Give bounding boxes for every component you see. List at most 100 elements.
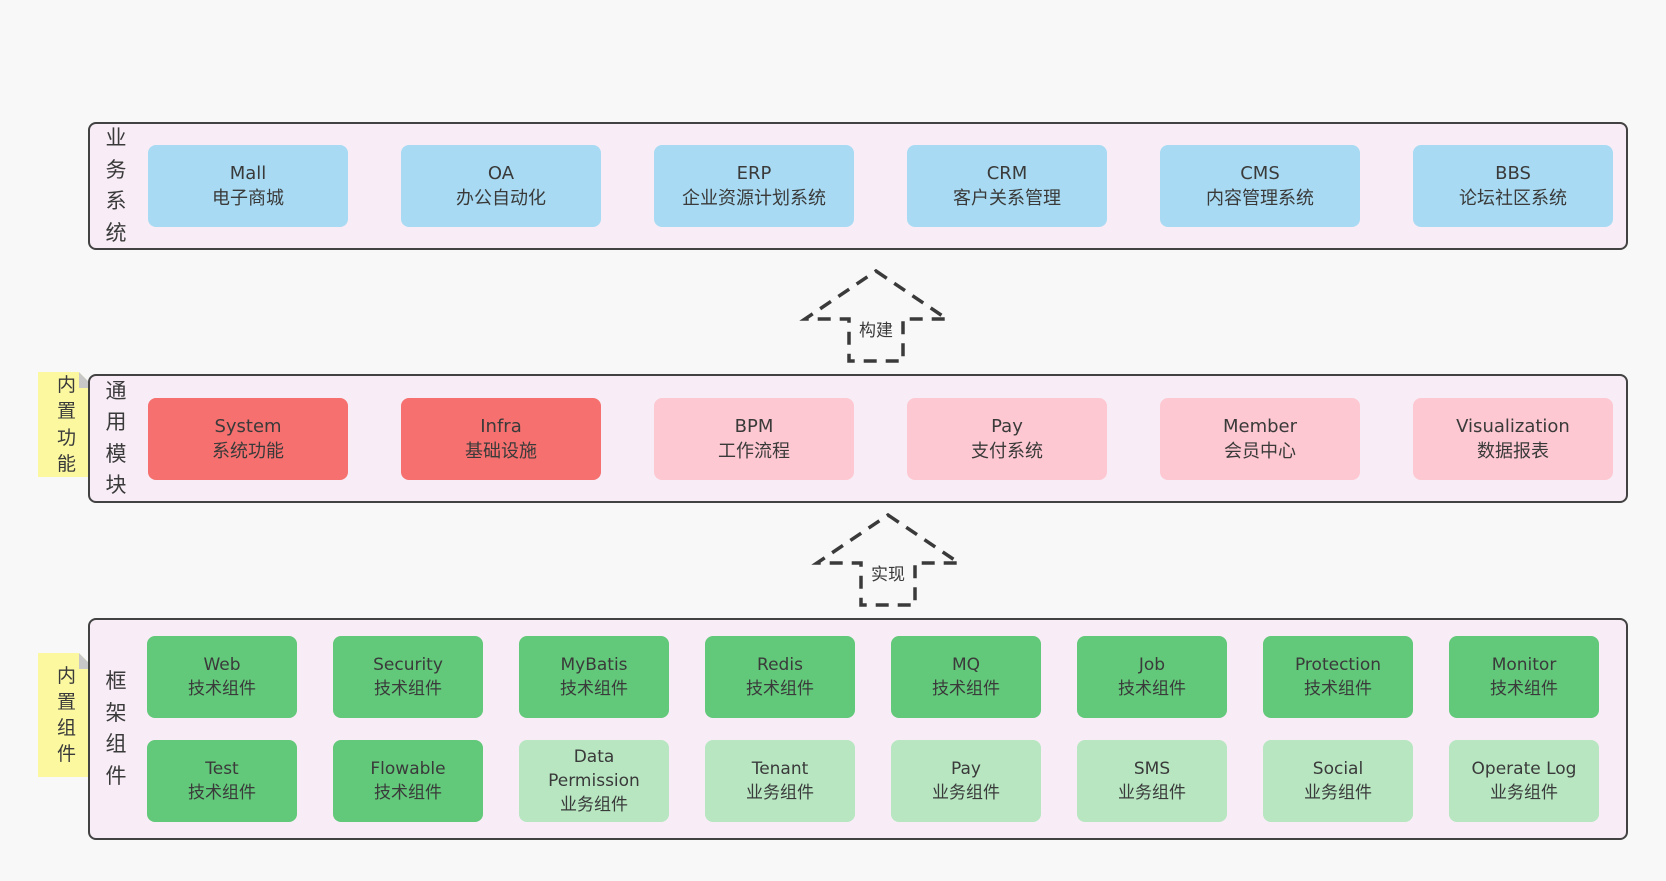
box-tenant: Tenant 业务组件	[705, 740, 855, 822]
builtin-components-note-label: 内置组件	[56, 664, 76, 766]
box-web: Web 技术组件	[147, 636, 297, 718]
box-security: Security 技术组件	[333, 636, 483, 718]
box-oa: OA 办公自动化	[401, 145, 601, 227]
box-name: Mall	[229, 163, 267, 184]
box-subtitle: 技术组件	[1490, 679, 1558, 699]
framework-boxes: Web 技术组件 Security 技术组件 MyBatis 技术组件 Redi…	[147, 636, 1599, 822]
box-subtitle: 业务组件	[1304, 783, 1372, 803]
box-name: Security	[373, 655, 443, 675]
box-subtitle: 工作流程	[718, 440, 790, 462]
box-subtitle: 电子商城	[212, 188, 284, 209]
box-name: MyBatis	[560, 655, 628, 675]
box-job: Job 技术组件	[1077, 636, 1227, 718]
box-subtitle: 系统功能	[212, 440, 284, 462]
business-systems-label: 业务系统	[105, 126, 127, 245]
module-boxes: System 系统功能 Infra 基础设施 BPM 工作流程 Pay 支付系统…	[148, 397, 1613, 480]
box-name: Visualization	[1456, 415, 1570, 437]
box-name: Protection	[1294, 655, 1381, 675]
framework-components-label: 框架组件	[105, 669, 127, 788]
box-subtitle: 支付系统	[971, 440, 1043, 462]
dashed-up-arrow-icon	[811, 512, 965, 607]
box-bbs: BBS 论坛社区系统	[1413, 145, 1613, 227]
box-subtitle: 技术组件	[374, 679, 442, 699]
box-subtitle: 会员中心	[1224, 440, 1296, 462]
business-systems-layer: 业务系统 Mall 电子商城 OA 办公自动化 ERP 企业资源计划系统 CRM…	[88, 122, 1628, 250]
box-subtitle: 技术组件	[188, 783, 256, 803]
box-operate-log: Operate Log 业务组件	[1449, 740, 1599, 822]
box-subtitle: 客户关系管理	[953, 188, 1061, 209]
box-name: Data Permission	[548, 747, 640, 791]
box-social: Social 业务组件	[1263, 740, 1413, 822]
implement-arrow-label: 实现	[869, 560, 907, 585]
box-name: Tenant	[751, 759, 809, 779]
box-name: Monitor	[1491, 655, 1557, 675]
box-subtitle: 技术组件	[746, 679, 814, 699]
box-mq: MQ 技术组件	[891, 636, 1041, 718]
box-test: Test 技术组件	[147, 740, 297, 822]
box-name: Pay	[991, 415, 1023, 437]
box-subtitle: 办公自动化	[456, 188, 546, 209]
dashed-up-arrow-icon	[799, 268, 953, 363]
box-name: OA	[487, 163, 515, 184]
builtin-features-note-label: 内置功能	[56, 374, 76, 475]
box-pay: Pay 支付系统	[907, 397, 1107, 480]
builtin-features-note: 内置功能	[38, 372, 95, 477]
box-subtitle: 技术组件	[1304, 679, 1372, 699]
box-member: Member 会员中心	[1160, 397, 1360, 480]
box-subtitle: 企业资源计划系统	[682, 188, 826, 209]
builtin-components-note: 内置组件	[38, 653, 95, 777]
box-subtitle: 业务组件	[1490, 783, 1558, 803]
box-subtitle: 技术组件	[560, 679, 628, 699]
business-boxes: Mall 电子商城 OA 办公自动化 ERP 企业资源计划系统 CRM 客户关系…	[148, 145, 1613, 227]
box-subtitle: 业务组件	[560, 795, 628, 815]
box-name: CMS	[1240, 163, 1280, 184]
box-subtitle: 业务组件	[932, 783, 1000, 803]
box-monitor: Monitor 技术组件	[1449, 636, 1599, 718]
box-name: Flowable	[370, 759, 446, 779]
box-erp: ERP 企业资源计划系统	[654, 145, 854, 227]
box-infra: Infra 基础设施	[401, 397, 601, 480]
implement-arrow: 实现	[793, 512, 983, 608]
common-modules-label: 通用模块	[105, 378, 127, 498]
box-name: System	[214, 415, 282, 437]
box-name: Pay	[951, 759, 981, 779]
box-visualization: Visualization 数据报表	[1413, 397, 1613, 480]
box-name: Social	[1312, 759, 1364, 779]
box-name: BPM	[734, 415, 774, 437]
box-subtitle: 技术组件	[932, 679, 1000, 699]
box-subtitle: 技术组件	[374, 783, 442, 803]
box-name: Operate Log	[1471, 759, 1577, 779]
box-subtitle: 技术组件	[188, 679, 256, 699]
box-name: Web	[203, 655, 241, 675]
box-name: MQ	[951, 655, 981, 675]
box-name: ERP	[736, 163, 772, 184]
box-crm: CRM 客户关系管理	[907, 145, 1107, 227]
box-name: Member	[1222, 415, 1298, 437]
box-data-permission: Data Permission 业务组件	[519, 740, 669, 822]
box-bpm: BPM 工作流程	[654, 397, 854, 480]
box-name: SMS	[1133, 759, 1171, 779]
box-system: System 系统功能	[148, 397, 348, 480]
box-name: Test	[205, 759, 239, 779]
framework-components-layer: 框架组件 Web 技术组件 Security 技术组件 MyBatis 技术组件…	[88, 618, 1628, 840]
box-subtitle: 论坛社区系统	[1459, 188, 1567, 209]
box-name: Job	[1138, 655, 1166, 675]
box-name: CRM	[986, 163, 1028, 184]
box-protection: Protection 技术组件	[1263, 636, 1413, 718]
box-subtitle: 业务组件	[1118, 783, 1186, 803]
box-subtitle: 内容管理系统	[1206, 188, 1314, 209]
box-name: Redis	[757, 655, 803, 675]
box-cms: CMS 内容管理系统	[1160, 145, 1360, 227]
box-name: Infra	[480, 415, 522, 437]
box-subtitle: 数据报表	[1477, 440, 1549, 462]
box-mybatis: MyBatis 技术组件	[519, 636, 669, 718]
box-subtitle: 业务组件	[746, 783, 814, 803]
common-modules-layer: 通用模块 System 系统功能 Infra 基础设施 BPM 工作流程 Pay…	[88, 374, 1628, 503]
box-flowable: Flowable 技术组件	[333, 740, 483, 822]
box-sms: SMS 业务组件	[1077, 740, 1227, 822]
build-arrow-label: 构建	[857, 316, 895, 341]
box-pay-biz: Pay 业务组件	[891, 740, 1041, 822]
build-arrow: 构建	[781, 268, 971, 364]
box-redis: Redis 技术组件	[705, 636, 855, 718]
